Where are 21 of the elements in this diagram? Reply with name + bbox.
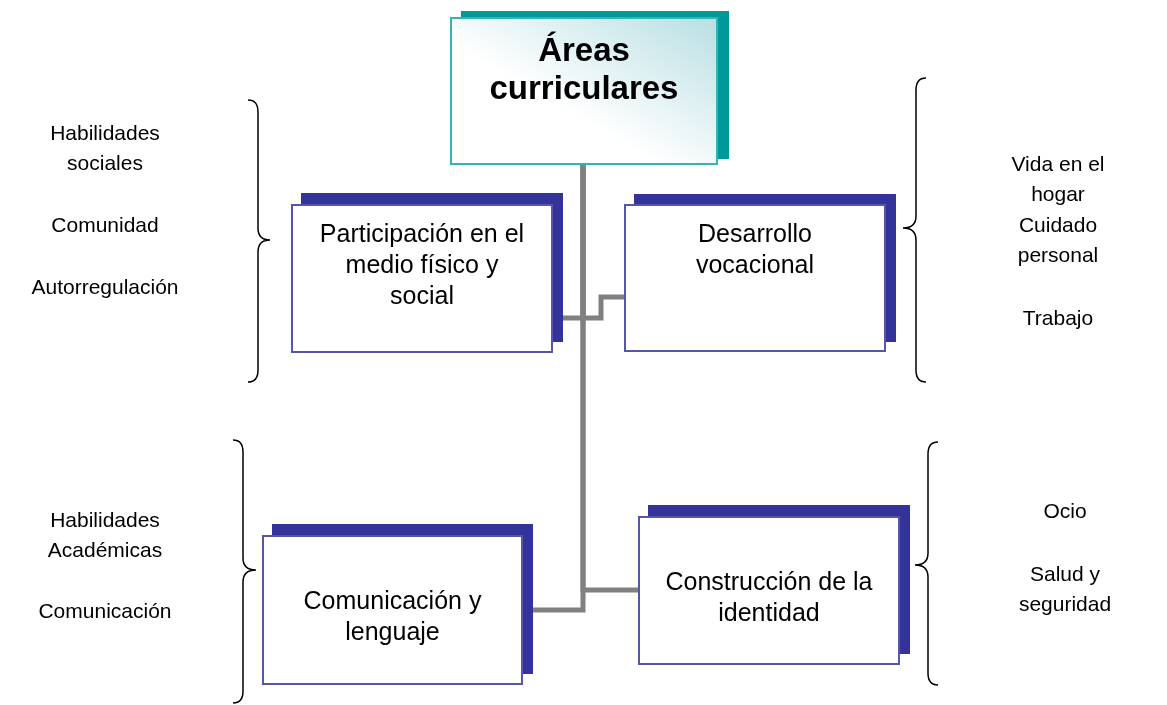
box-label: Desarrollo vocacional (694, 218, 816, 280)
process-box (624, 194, 896, 352)
side-note: Habilidades sociales (49, 120, 161, 176)
process-box (262, 524, 533, 685)
side-note: Trabajo (1021, 305, 1095, 331)
process-box (291, 193, 563, 353)
side-note: Comunidad (50, 212, 160, 238)
side-note: Salud y seguridad (1017, 561, 1113, 617)
process-box (638, 505, 910, 665)
box-label: Participación en el medio físico y social (318, 218, 526, 311)
side-note: Cuidado personal (1016, 212, 1100, 268)
title-text: Áreas curriculares (488, 31, 680, 107)
side-note: Ocio (1042, 498, 1088, 524)
box-label: Comunicación y lenguaje (302, 585, 483, 647)
side-note: Autorregulación (30, 274, 180, 300)
connector-line (580, 165, 638, 593)
side-note: Vida en el hogar (1010, 151, 1106, 207)
box-label: Construcción de la identidad (664, 565, 874, 628)
side-note: Comunicación (37, 598, 173, 624)
title-box (450, 11, 729, 165)
side-note: Habilidades Académicas (46, 507, 164, 563)
